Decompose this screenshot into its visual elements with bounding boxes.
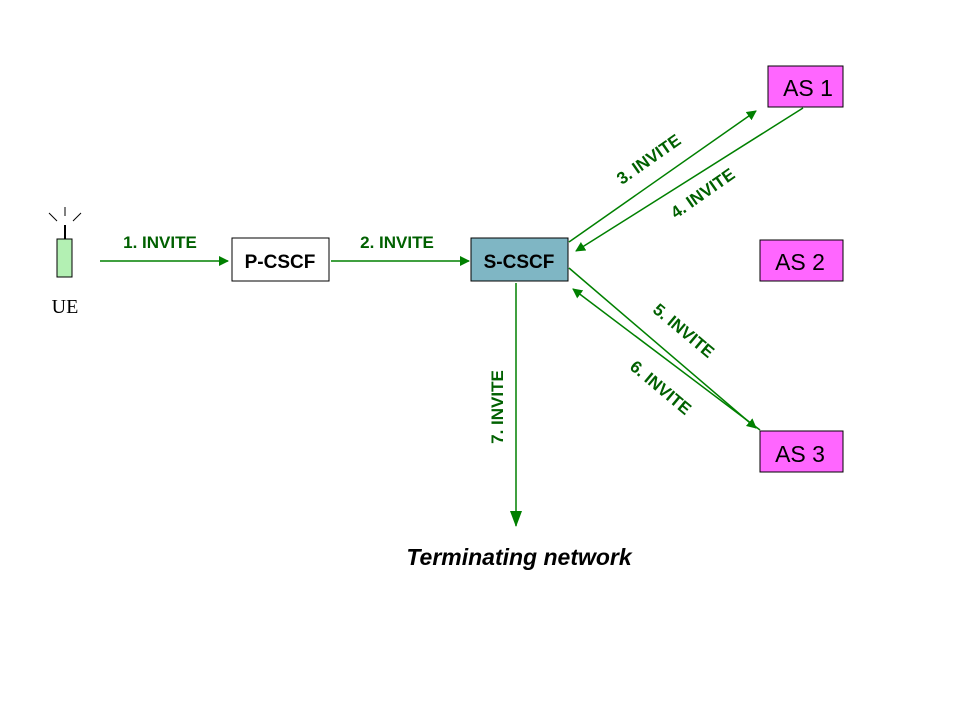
arrow-6-invite: [572, 288, 761, 431]
as1-label: AS 1: [783, 75, 833, 101]
p-cscf-box: [231, 237, 330, 282]
arrow-3-invite: [568, 110, 757, 243]
arrow-4-invite: [575, 107, 804, 252]
arrow-5-invite: [568, 267, 757, 429]
as3-label: AS 3: [775, 441, 825, 467]
as2-label: AS 2: [775, 249, 825, 275]
mobile-phone-icon: [48, 207, 82, 278]
as3-box: [759, 430, 844, 473]
as1-box: [767, 65, 844, 108]
message-label-7: 7. INVITE: [488, 370, 507, 444]
message-label-1: 1. INVITE: [123, 233, 197, 252]
message-label-3: 3. INVITE: [613, 131, 684, 189]
s-cscf-box: [470, 237, 569, 282]
as2-box: [759, 239, 844, 282]
message-label-2: 2. INVITE: [360, 233, 434, 252]
terminating-network-label: Terminating network: [406, 544, 633, 570]
s-cscf-label: S-CSCF: [484, 252, 555, 273]
message-label-5: 5. INVITE: [649, 300, 718, 362]
message-label-4: 4. INVITE: [667, 165, 738, 223]
p-cscf-label: P-CSCF: [245, 252, 316, 273]
ue-label: UE: [52, 296, 79, 318]
